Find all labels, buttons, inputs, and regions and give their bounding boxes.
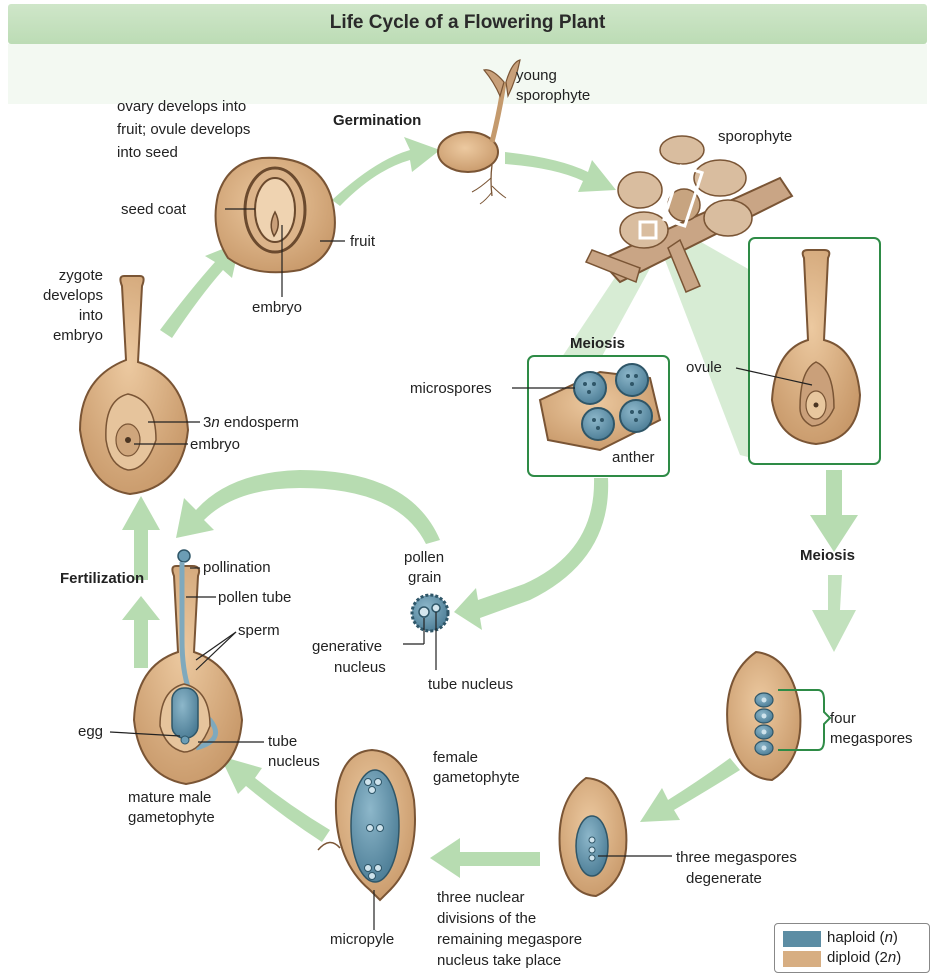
endosperm-word: endosperm xyxy=(220,414,299,431)
arrow-pollen-to-pollination xyxy=(176,470,440,544)
legend-swatch-diploid xyxy=(783,951,821,967)
label-egg: egg xyxy=(78,722,103,742)
label-female-1: female xyxy=(433,748,478,768)
label-three-nuclear-4: nucleus take place xyxy=(437,951,561,971)
legend-haploid: haploid (n) xyxy=(827,929,898,946)
label-generative-2: nucleus xyxy=(334,658,386,678)
pollen-grain-illustration xyxy=(412,595,448,631)
label-zygote-4: embryo xyxy=(28,326,103,346)
label-three-mega-1: three megaspores xyxy=(676,848,797,868)
label-fertilization: Fertilization xyxy=(60,569,144,589)
endosperm-n: n xyxy=(211,414,219,431)
legend-diploid-sym: n xyxy=(888,949,896,966)
arrow-fert-up-2 xyxy=(122,496,160,580)
arrow-to-degenerate xyxy=(640,758,740,822)
four-megaspores-illustration xyxy=(727,652,800,780)
fruit-seed-illustration xyxy=(216,158,335,272)
label-pollen-grain-2: grain xyxy=(408,568,441,588)
legend-swatch-haploid xyxy=(783,931,821,947)
label-meiosis-top: Meiosis xyxy=(570,334,625,354)
label-endosperm: 3n endosperm xyxy=(203,413,299,433)
label-pollen-grain-1: pollen xyxy=(404,548,444,568)
label-anther: anther xyxy=(612,448,655,468)
legend: haploid (n) diploid (2n) xyxy=(774,923,930,973)
label-ovary-3: into seed xyxy=(117,143,178,163)
label-three-nuclear-1: three nuclear xyxy=(437,888,525,908)
label-four-mega-1: four xyxy=(830,709,856,729)
fertilization-illustration xyxy=(134,550,242,784)
label-three-nuclear-3: remaining megaspore xyxy=(437,930,582,950)
label-meiosis-right: Meiosis xyxy=(800,546,855,566)
label-pollination: pollination xyxy=(203,558,271,578)
label-mature-male-1: mature male xyxy=(128,788,211,808)
label-fruit: fruit xyxy=(350,232,375,252)
legend-haploid-word: haploid xyxy=(827,929,875,946)
label-three-nuclear-2: divisions of the xyxy=(437,909,536,929)
label-embryo-seed: embryo xyxy=(252,298,302,318)
legend-diploid-word: diploid xyxy=(827,949,870,966)
label-sperm: sperm xyxy=(238,621,280,641)
arrow-ovule-meiosis xyxy=(810,470,858,552)
arrow-to-megaspores xyxy=(812,575,856,652)
label-generative-1: generative xyxy=(312,637,382,657)
label-three-mega-2: degenerate xyxy=(686,869,762,889)
label-pollen-tube: pollen tube xyxy=(218,588,291,608)
arrow-to-female xyxy=(430,838,540,878)
label-ovary-2: fruit; ovule develops xyxy=(117,120,250,140)
label-sporophyte: sporophyte xyxy=(718,127,792,147)
degenerate-illustration xyxy=(560,778,627,896)
arrow-fert-up-1 xyxy=(122,596,160,668)
label-mature-male-2: gametophyte xyxy=(128,808,215,828)
label-micropyle: micropyle xyxy=(330,930,394,950)
label-tube-nucleus-pollen: tube nucleus xyxy=(428,675,513,695)
arrow-to-sporophyte xyxy=(505,152,616,192)
label-germination: Germination xyxy=(333,111,421,131)
label-zygote-1: zygote xyxy=(38,266,103,286)
label-zygote-2: develops xyxy=(28,286,103,306)
legend-diploid: diploid (2n) xyxy=(827,949,901,966)
label-embryo-ovule: embryo xyxy=(190,435,240,455)
female-gametophyte-illustration xyxy=(318,750,415,900)
label-zygote-3: into xyxy=(38,306,103,326)
arrow-anther-to-pollen xyxy=(454,478,608,630)
label-tube-nucleus-2: nucleus xyxy=(268,752,320,772)
label-microspores: microspores xyxy=(410,379,492,399)
label-young-sporophyte-2: sporophyte xyxy=(516,86,590,106)
legend-haploid-sym: n xyxy=(885,929,893,946)
arrow-to-seedling xyxy=(332,137,440,206)
title-glow xyxy=(8,44,927,104)
label-ovule: ovule xyxy=(686,358,722,378)
label-four-mega-2: megaspores xyxy=(830,729,913,749)
label-young-sporophyte-1: young xyxy=(516,66,557,86)
label-tube-nucleus-1: tube xyxy=(268,732,297,752)
label-seed-coat: seed coat xyxy=(121,200,186,220)
label-female-2: gametophyte xyxy=(433,768,520,788)
label-ovary-1: ovary develops into xyxy=(117,97,246,117)
legend-diploid-num: 2 xyxy=(880,949,888,966)
